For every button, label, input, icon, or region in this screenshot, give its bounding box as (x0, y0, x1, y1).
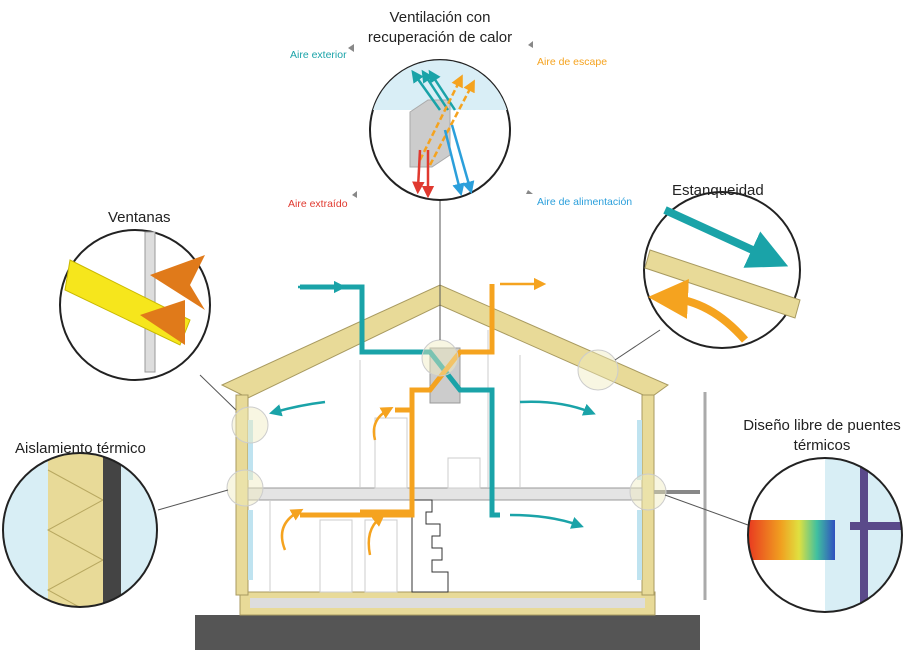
label-airtightness: Estanqueidad (672, 182, 764, 199)
airtightness-detail (643, 191, 801, 349)
label-exhaust-air: Aire de escape (537, 56, 607, 68)
airflow-arrows (268, 277, 596, 556)
ground (195, 615, 700, 650)
hrv-title-line1: Ventilación con (390, 9, 491, 26)
hrv-title-line2: recuperación de calor (368, 29, 512, 46)
staircase (411, 499, 449, 593)
label-insulation: Aislamiento térmico (15, 440, 146, 457)
floor-slab (247, 487, 643, 501)
floor-insulation (250, 598, 645, 608)
door (319, 519, 353, 593)
door (374, 417, 408, 489)
exhaust-duct (300, 284, 495, 518)
label-outdoor-air: Aire exterior (290, 49, 347, 61)
insulation-detail (2, 452, 158, 608)
thermal-bridge-detail (747, 457, 903, 613)
detail-markers (226, 339, 667, 511)
window (248, 420, 253, 480)
windows-detail (59, 229, 211, 381)
label-thermal-bridges-line1: Diseño libre de puentes (743, 417, 901, 434)
label-supply-air: Aire de alimentación (537, 196, 632, 208)
window (637, 510, 642, 580)
label-windows: Ventanas (108, 209, 171, 226)
label-extract-air: Aire extraído (288, 198, 348, 210)
house (195, 284, 707, 650)
hrv-detail (369, 59, 511, 201)
door (447, 457, 481, 489)
leader-lines (157, 197, 749, 526)
window (637, 420, 642, 480)
window (248, 510, 253, 580)
ducts (300, 284, 500, 518)
label-thermal-bridges-line2: térmicos (794, 437, 851, 454)
